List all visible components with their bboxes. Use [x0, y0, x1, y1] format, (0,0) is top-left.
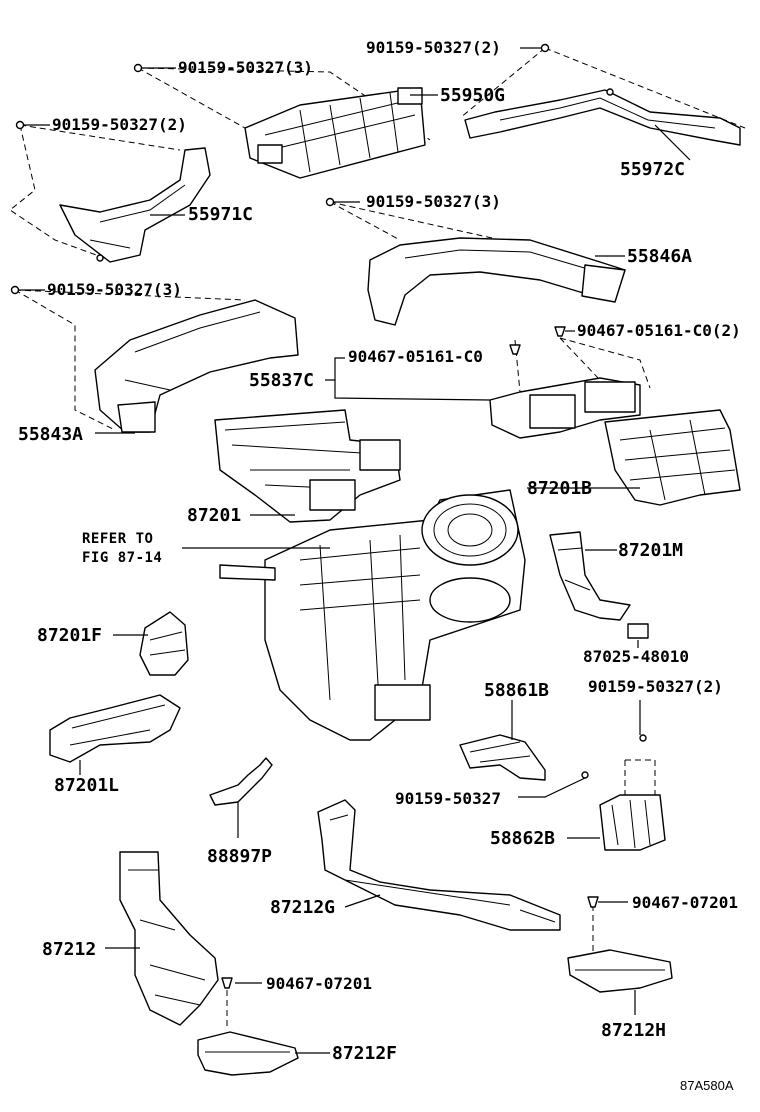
refer-note-line1: REFER TO	[82, 531, 153, 547]
label-part-87212g: 87212G	[270, 897, 335, 918]
label-screw-s7: 90159-50327	[395, 789, 501, 808]
part-87212f-shape	[197, 1031, 299, 1076]
part-hvac-unit-shape	[219, 489, 526, 741]
label-part-55972c: 55972C	[620, 159, 685, 180]
part-55843a-shape	[94, 299, 299, 433]
label-part-55843a: 55843A	[18, 424, 83, 445]
figure-id: 87A580A	[680, 1078, 734, 1093]
label-part-87025: 87025-48010	[583, 647, 689, 666]
part-87212-shape	[119, 851, 219, 1026]
label-part-55950g: 55950G	[440, 85, 505, 106]
label-part-55971c: 55971C	[188, 204, 253, 225]
part-87025-shape	[627, 623, 649, 639]
label-screw-s3: 90159-50327(2)	[52, 115, 187, 134]
label-part-88897p: 88897P	[207, 846, 272, 867]
label-clip-c1: 90467-05161-C0(2)	[577, 321, 741, 340]
part-87201l-shape	[49, 694, 181, 763]
label-clip-c4: 90467-07201	[266, 974, 372, 993]
label-clip-c2: 90467-05161-C0	[348, 347, 483, 366]
label-screw-s5: 90159-50327(3)	[47, 280, 182, 299]
part-87201m-shape	[549, 531, 631, 621]
part-55846a-shape	[367, 237, 626, 326]
part-88897p-shape	[209, 757, 273, 838]
label-clip-c3: 90467-07201	[632, 893, 738, 912]
part-87201b-shape	[604, 409, 741, 506]
part-55950g-shape	[244, 87, 426, 179]
label-screw-s2: 90159-50327(2)	[366, 38, 501, 57]
label-part-58861b: 58861B	[484, 680, 549, 701]
leader-lines	[19, 47, 691, 1054]
part-87212g-shape	[317, 799, 561, 931]
label-part-58862b: 58862B	[490, 828, 555, 849]
part-55837c-shape	[489, 377, 641, 439]
part-87201f-shape	[139, 611, 189, 676]
label-part-87201m: 87201M	[618, 540, 683, 561]
part-87201-shape	[214, 409, 401, 523]
part-55971c-shape	[59, 147, 211, 263]
label-part-55837c: 55837C	[249, 370, 314, 391]
refer-note-line2: FIG 87-14	[82, 550, 162, 566]
label-part-87201l: 87201L	[54, 775, 119, 796]
label-part-87201: 87201	[187, 505, 241, 526]
part-87212h-shape	[567, 949, 673, 993]
label-part-87212: 87212	[42, 939, 96, 960]
label-part-87212h: 87212H	[601, 1020, 666, 1041]
part-58861b-shape	[459, 734, 589, 781]
fastener-markers	[10, 43, 599, 989]
label-part-87201f: 87201F	[37, 625, 102, 646]
label-screw-s4: 90159-50327(3)	[366, 192, 501, 211]
label-part-87212f: 87212F	[332, 1043, 397, 1064]
label-screw-s6: 90159-50327(2)	[588, 677, 723, 696]
label-screw-s1: 90159-50327(3)	[178, 58, 313, 77]
callout-labels: 90159-50327(3) 90159-50327(2) 90159-5032…	[18, 38, 741, 1093]
part-55972c-shape	[464, 88, 741, 146]
part-58862b-shape	[599, 734, 666, 851]
label-part-87201b: 87201B	[527, 478, 592, 499]
label-part-55846a: 55846A	[627, 246, 692, 267]
